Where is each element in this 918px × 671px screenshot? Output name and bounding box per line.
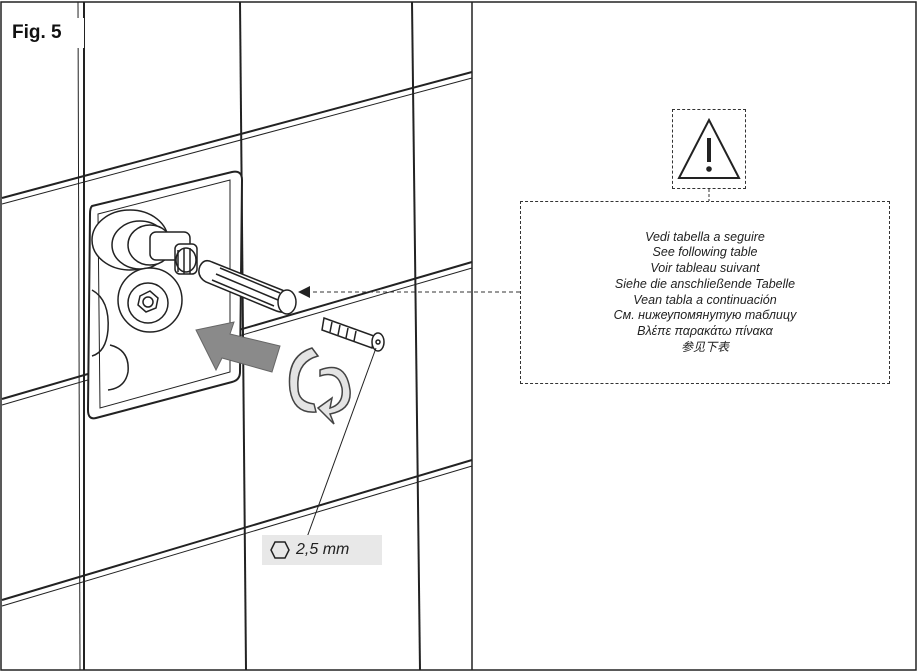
fixing-screw <box>321 316 385 352</box>
figure-label: Fig. 5 <box>8 18 84 48</box>
note-line-en: See following table <box>652 245 758 260</box>
note-line-fr: Voir tableau suivant <box>650 261 760 276</box>
hex-key-size: 2,5 mm <box>296 541 350 558</box>
note-line-ru: См. нижеупомянутую таблицу <box>613 308 797 323</box>
tool-leader-line <box>305 347 377 541</box>
note-line-es: Vean tabla a continuación <box>633 292 777 307</box>
warning-triangle-icon <box>677 117 741 179</box>
note-line-zh: 参见下表 <box>680 339 729 354</box>
warning-box <box>672 109 746 189</box>
flow-valve <box>91 267 183 391</box>
extension-sleeve <box>198 259 297 315</box>
rotation-arrow <box>288 347 351 425</box>
thermostatic-cartridge <box>91 209 198 275</box>
hex-key-icon <box>270 541 290 559</box>
insert-direction-arrow <box>195 321 281 373</box>
wall-tiles <box>1 1 473 671</box>
note-line-it: Vedi tabella a seguire <box>645 229 765 244</box>
hex-key-label: 2,5 mm <box>262 535 382 565</box>
note-connector-arrowhead <box>298 286 310 298</box>
note-line-de: Siehe die anschließende Tabelle <box>614 276 796 291</box>
note-line-el: Βλέπε παρακάτω πίνακα <box>637 323 773 338</box>
see-table-note: Vedi tabella a seguire See following tab… <box>520 201 890 384</box>
